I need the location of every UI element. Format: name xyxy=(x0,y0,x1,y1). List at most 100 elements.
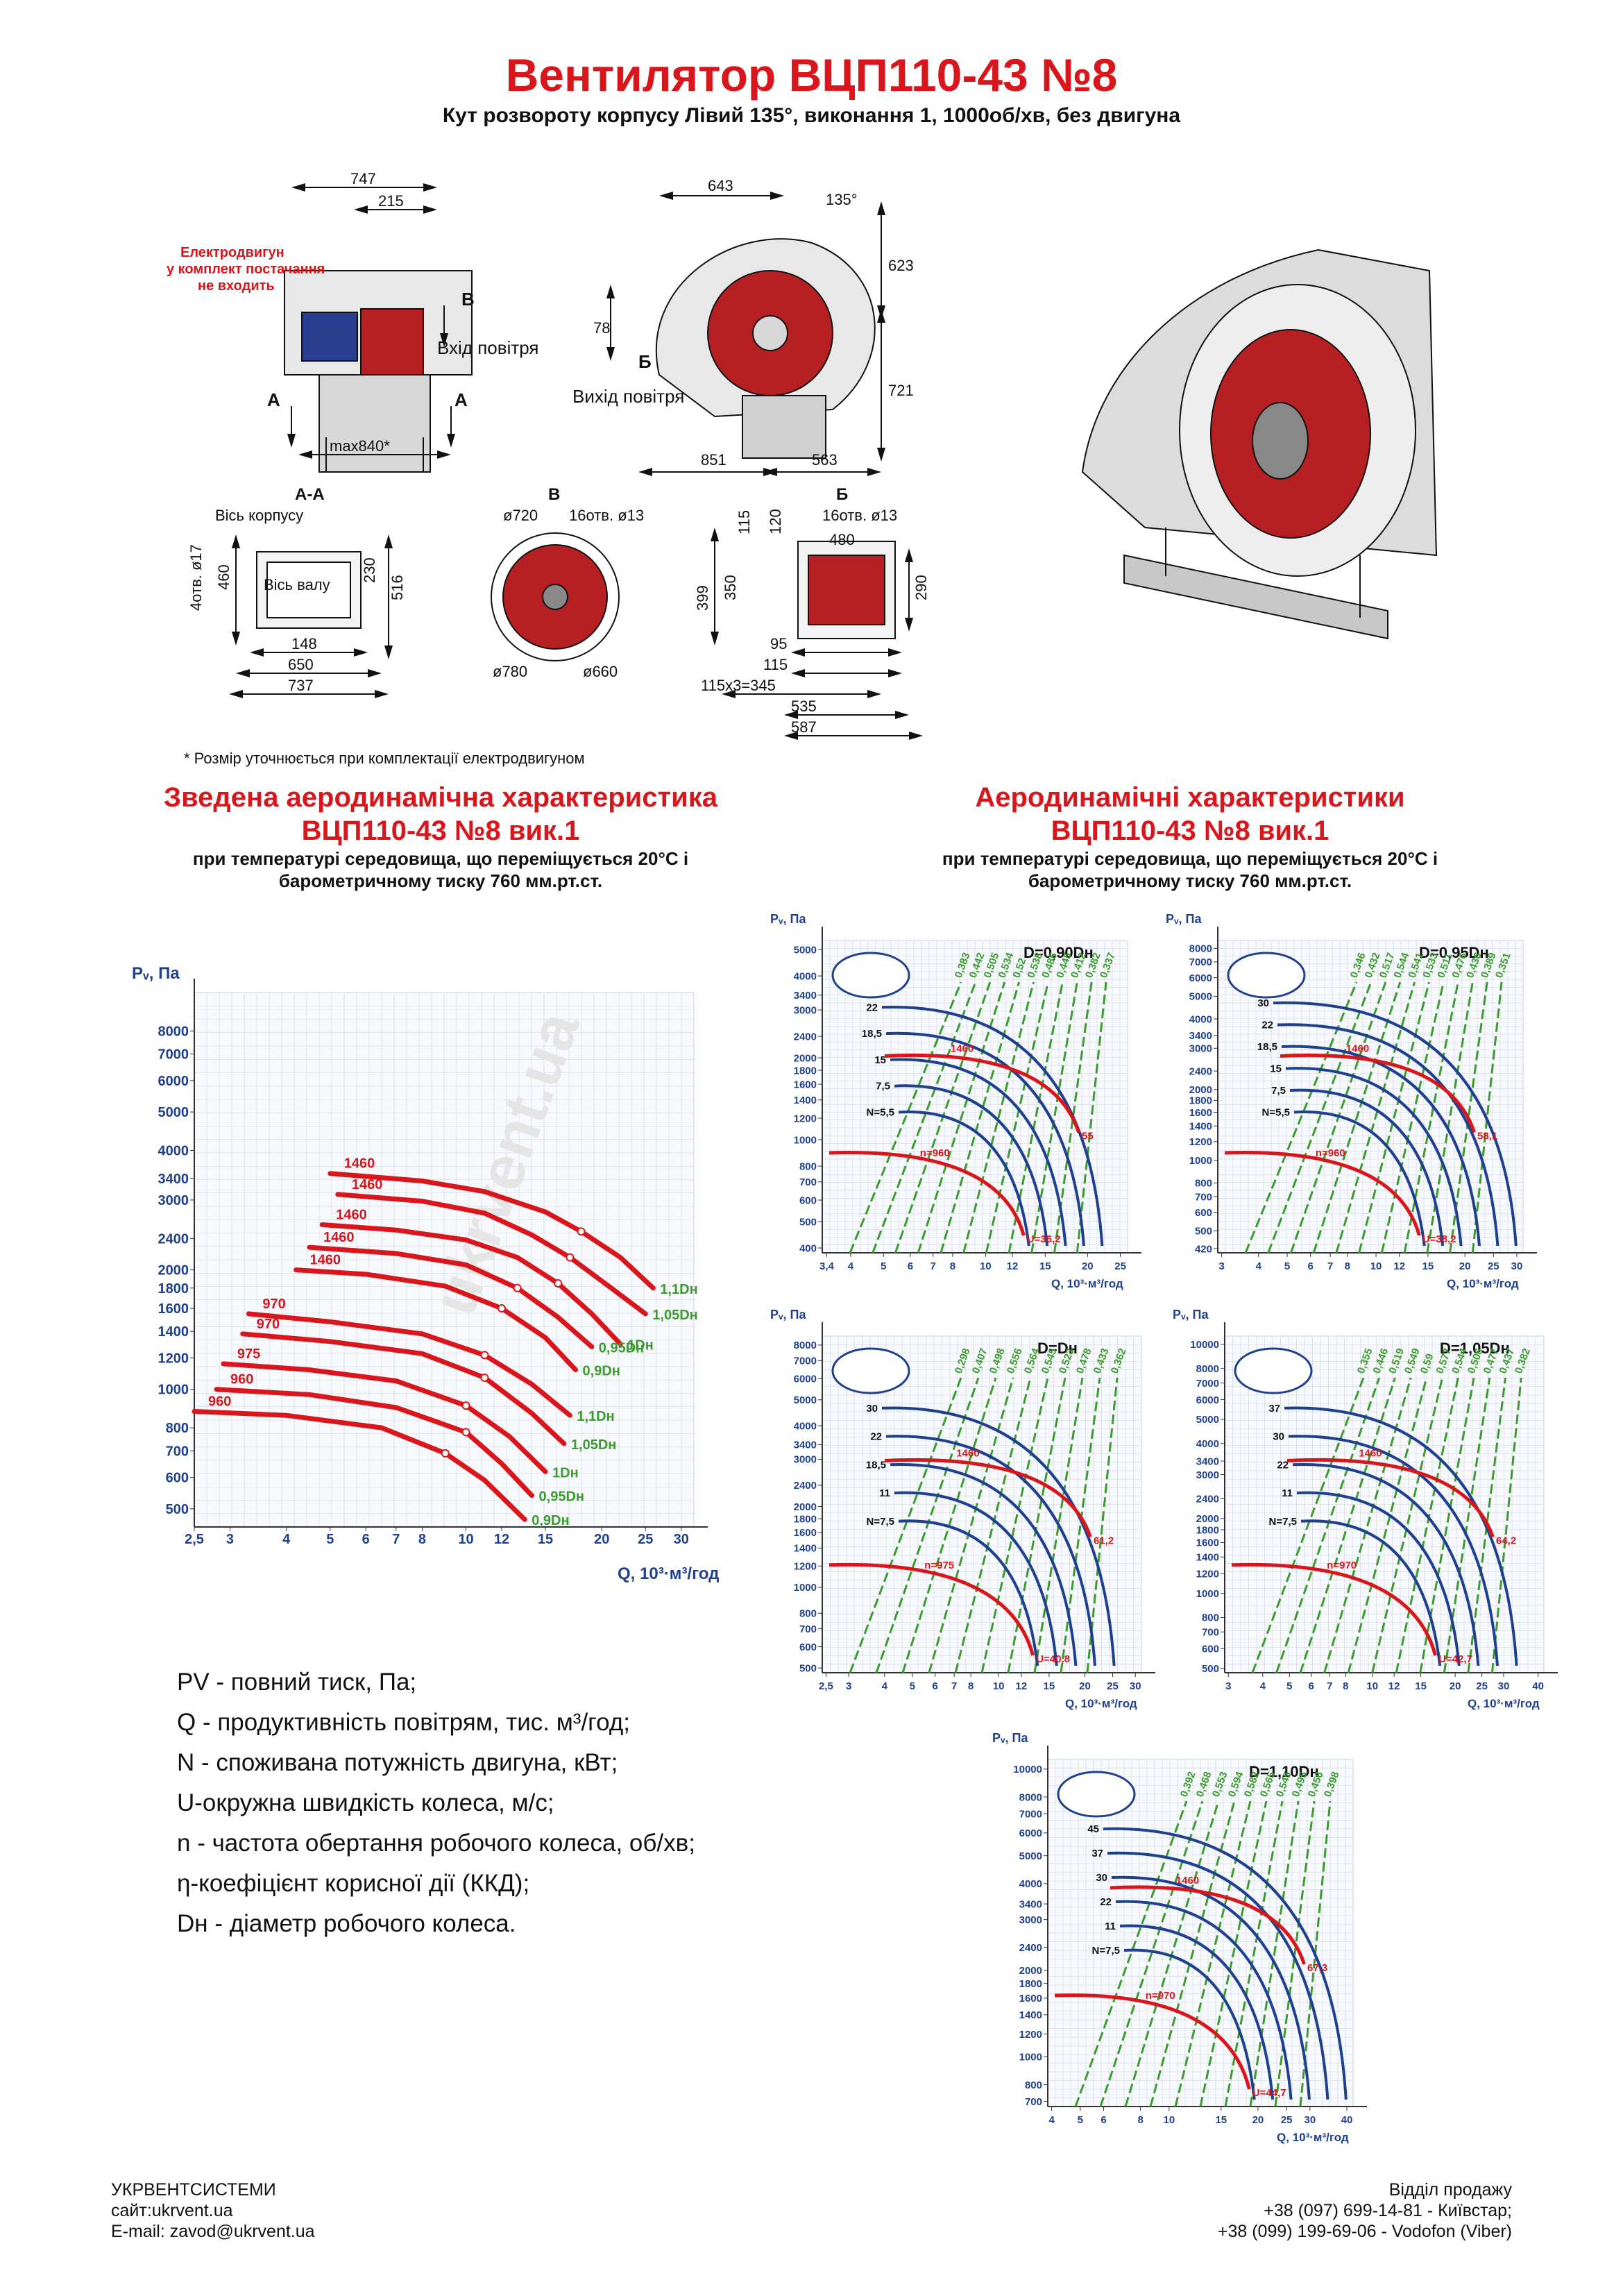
dim-650: 650 xyxy=(288,656,314,673)
x-tick-label: 15 xyxy=(1415,1680,1427,1692)
efficiency-ray xyxy=(1124,1800,1220,2107)
y-tick-label: 1200 xyxy=(1019,2029,1042,2041)
efficiency-ray xyxy=(980,1377,1049,1673)
logo-icon xyxy=(1234,1347,1313,1394)
x-tick-label: 4 xyxy=(1256,1260,1262,1272)
x-tick-label: 25 xyxy=(1488,1260,1499,1272)
efficiency-ray xyxy=(928,1377,1014,1673)
power-label: 30 xyxy=(1273,1431,1284,1443)
efficiency-ray xyxy=(1199,1800,1268,2107)
y-tick-label: 700 xyxy=(1202,1626,1219,1638)
speed-label: 64,2 xyxy=(1496,1535,1516,1546)
y-tick-label: 7000 xyxy=(794,1356,817,1367)
section-b-title: Б xyxy=(836,485,848,504)
rpm-label: 1460 xyxy=(336,1207,367,1222)
company-email[interactable]: E-mail: zavod@ukrvent.ua xyxy=(111,2222,315,2241)
dim-643: 643 xyxy=(708,177,733,194)
y-tick-label: 8000 xyxy=(1189,943,1212,955)
x-tick-label: 4 xyxy=(1048,2114,1055,2126)
x-tick-label: 3,4 xyxy=(819,1260,835,1272)
rpm-label: 1460 xyxy=(344,1156,375,1172)
efficiency-ray xyxy=(1358,981,1430,1253)
x-tick-label: 3 xyxy=(226,1532,234,1547)
power-curve xyxy=(1292,1462,1480,1666)
x-tick-label: 6 xyxy=(1308,1260,1314,1272)
x-tick-label: 7 xyxy=(951,1680,957,1692)
x-tick-label: 12 xyxy=(1007,1260,1019,1272)
x-axis-label: Q, 10³·м³/год xyxy=(1277,2131,1349,2144)
y-tick-label: 10000 xyxy=(1013,1764,1042,1775)
b-holes: 16отв. ø13 xyxy=(822,507,897,524)
x-tick-label: 7 xyxy=(1327,1260,1333,1272)
y-tick-label: 700 xyxy=(1025,2096,1042,2108)
dim-d780: ø780 xyxy=(493,663,527,680)
y-tick-label: 2400 xyxy=(158,1231,189,1247)
power-curve xyxy=(1115,1900,1293,2100)
efficiency-ray xyxy=(1249,1800,1300,2107)
x-tick-label: 6 xyxy=(908,1260,913,1272)
series-curve xyxy=(319,1222,623,1347)
y-tick-label: 1000 xyxy=(794,1134,817,1146)
efficiency-ray xyxy=(1419,1377,1475,1673)
footnote: * Розмір уточнюється при комплектації ел… xyxy=(184,750,585,767)
efficiency-ray xyxy=(1099,1800,1204,2107)
x-tick-label: 5 xyxy=(326,1532,334,1547)
x-tick-label: 6 xyxy=(362,1532,370,1547)
x-tick-label: 40 xyxy=(1532,1680,1544,1692)
y-tick-label: 4000 xyxy=(158,1144,189,1159)
aa-holes: 4отв. ø17 xyxy=(187,544,205,611)
efficiency-ray xyxy=(940,981,1021,1253)
power-label: 22 xyxy=(866,1002,878,1013)
x-tick-label: 5 xyxy=(881,1260,886,1272)
power-label: 7,5 xyxy=(876,1081,890,1092)
power-label: N=5,5 xyxy=(1262,1107,1290,1119)
power-curve xyxy=(1296,1491,1461,1666)
detail-title-1: Аеродинамічні характеристики xyxy=(975,782,1405,813)
rpm-curve xyxy=(884,1053,1080,1133)
y-tick-label: 500 xyxy=(799,1662,817,1674)
power-curve xyxy=(881,1406,1116,1666)
shaft-axis-label: Вісь валу xyxy=(264,576,330,593)
x-tick-label: 8 xyxy=(1345,1260,1350,1272)
data-point xyxy=(461,1401,470,1410)
power-label: N=7,5 xyxy=(1092,1945,1120,1957)
x-tick-label: 20 xyxy=(1079,1680,1091,1692)
y-tick-label: 2000 xyxy=(1019,1965,1042,1977)
diameter-label: 1,05Dн xyxy=(571,1437,616,1453)
dim-max: max840* xyxy=(330,437,390,455)
y-tick-label: 5000 xyxy=(794,1394,817,1406)
efficiency-ray xyxy=(1060,1377,1101,1673)
air-out-label: Вихід повітря xyxy=(572,386,684,407)
y-tick-label: 800 xyxy=(166,1421,189,1436)
company-site[interactable]: сайт:ukrvent.ua xyxy=(111,2201,233,2220)
power-curve xyxy=(1289,1088,1445,1247)
power-label: 37 xyxy=(1091,1848,1103,1859)
y-tick-label: 8000 xyxy=(794,1340,817,1351)
detail-sub-1: при температурі середовища, що переміщує… xyxy=(942,848,1438,869)
y-tick-label: 1200 xyxy=(794,1560,817,1572)
rpm-curve xyxy=(1280,1053,1476,1133)
phone-kyivstar[interactable]: +38 (097) 699-14-81 - Київстар; xyxy=(1264,2201,1512,2220)
efficiency-ray xyxy=(1403,981,1459,1253)
x-tick-label: 12 xyxy=(1393,1260,1405,1272)
y-tick-label: 1000 xyxy=(1196,1588,1219,1600)
y-tick-label: 800 xyxy=(1202,1612,1219,1624)
efficiency-ray xyxy=(849,1377,962,1673)
efficiency-ray xyxy=(985,981,1049,1253)
y-tick-label: 600 xyxy=(166,1471,189,1486)
y-tick-label: 2400 xyxy=(1189,1065,1212,1077)
dim-516: 516 xyxy=(389,575,406,600)
efficiency-ray xyxy=(1312,981,1402,1253)
phone-vodafone[interactable]: +38 (099) 199-69-06 - Vodofon (Viber) xyxy=(1217,2222,1512,2241)
series-curve xyxy=(192,1409,527,1522)
y-tick-label: 2400 xyxy=(1196,1494,1219,1505)
x-tick-label: 8 xyxy=(968,1680,974,1692)
power-curve xyxy=(1103,1827,1348,2100)
x-tick-label: 15 xyxy=(1215,2114,1227,2126)
rpm-curve xyxy=(829,1562,1035,1656)
x-tick-label: 2,5 xyxy=(819,1680,833,1692)
y-tick-label: 2400 xyxy=(794,1031,817,1043)
x-axis-label: Q, 10³·м³/год xyxy=(618,1564,719,1583)
legend-line: Dн - діаметр робочого колеса. xyxy=(177,1910,516,1937)
summary-sub-2: барометричному тиску 760 мм.рт.ст. xyxy=(278,870,603,891)
